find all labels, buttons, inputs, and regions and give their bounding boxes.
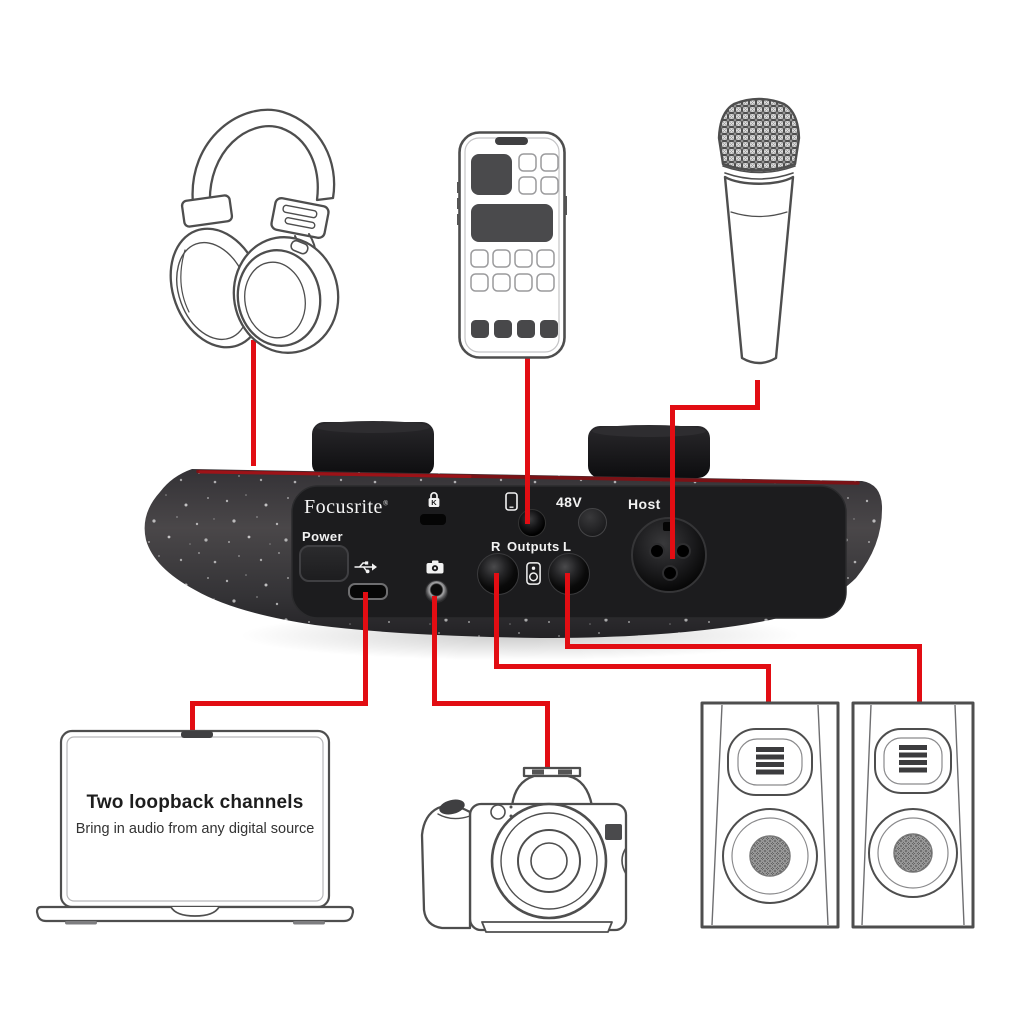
cable-output-r	[494, 664, 771, 669]
cable-output-r	[494, 573, 499, 669]
xlr-notch	[663, 522, 675, 531]
cable-microphone	[670, 405, 675, 559]
cable-microphone	[755, 380, 760, 410]
headband-adjuster-left	[180, 194, 234, 228]
camera-prism	[510, 774, 594, 808]
output-l-label: L	[563, 539, 572, 554]
camera-lens	[490, 802, 608, 920]
laptop-screen-text: Two loopback channels Bring in audio fro…	[45, 792, 345, 837]
usb-c-port	[348, 583, 388, 600]
cable-usb-laptop	[190, 701, 368, 706]
laptop-camera-notch	[181, 731, 213, 738]
laptop-illustration	[35, 729, 355, 925]
cable-camera	[432, 596, 437, 706]
xlr-pin	[662, 565, 678, 581]
loopback-title: Two loopback channels	[86, 792, 304, 813]
usb-icon	[354, 561, 377, 574]
speaker-right-illustration	[851, 701, 975, 929]
cable-usb-laptop	[190, 701, 195, 739]
camera-viewfinder-window	[605, 824, 622, 840]
tweeter-slats	[899, 745, 927, 773]
cable-smartphone	[525, 348, 530, 524]
output-r-label: R	[491, 539, 501, 554]
xlr-pin	[649, 543, 665, 559]
smartphone-icon	[505, 492, 518, 511]
speaker-left-illustration	[700, 701, 840, 929]
registered-mark: ®	[382, 499, 389, 508]
camera-icon	[426, 560, 444, 574]
microphone-illustration	[717, 97, 801, 365]
cable-output-l	[565, 573, 570, 649]
audio-interface-body	[144, 421, 883, 638]
phone-app-icons-outline	[470, 153, 559, 292]
headband-adjuster-right	[270, 197, 330, 239]
host-label: Host	[628, 496, 661, 512]
loopback-subtitle: Bring in audio from any digital source	[75, 821, 315, 837]
phone-dock-icons	[471, 320, 558, 338]
cable-output-r	[766, 664, 771, 708]
camera-shutter-button	[439, 799, 465, 815]
mic-body	[723, 175, 795, 365]
focusrite-logo: Focusrite®	[304, 496, 389, 518]
camera-illustration	[420, 766, 628, 933]
cable-microphone	[670, 405, 760, 410]
cable-camera	[545, 701, 550, 777]
phantom-power-button	[578, 508, 607, 537]
phone-notch	[495, 137, 528, 145]
cable-output-l	[917, 644, 922, 708]
xlr-pin	[675, 543, 691, 559]
gain-knob-right	[588, 425, 710, 478]
cable-camera	[432, 701, 550, 706]
power-button	[299, 545, 349, 582]
cable-headphones	[251, 340, 256, 466]
power-label: Power	[302, 529, 344, 544]
phone-input-jack	[518, 509, 546, 537]
speaker-icon	[526, 562, 541, 585]
svg-text:K: K	[431, 498, 437, 507]
tweeter-slats	[756, 747, 784, 775]
outputs-label: Outputs	[507, 539, 560, 554]
cable-usb-laptop	[363, 592, 368, 706]
headphones-illustration	[169, 108, 340, 354]
gain-knob-left	[312, 421, 434, 476]
phantom-power-label: 48V	[556, 494, 583, 510]
smartphone-illustration	[457, 131, 567, 359]
camera-grip	[420, 804, 472, 930]
cable-output-l	[565, 644, 922, 649]
kensington-lock-icon: K	[428, 492, 440, 507]
host-xlr-input	[631, 517, 707, 593]
kensington-lock-slot	[420, 514, 446, 525]
phone-widget	[471, 204, 553, 242]
phone-app-icon-large	[471, 154, 512, 195]
mic-grille	[717, 97, 801, 172]
